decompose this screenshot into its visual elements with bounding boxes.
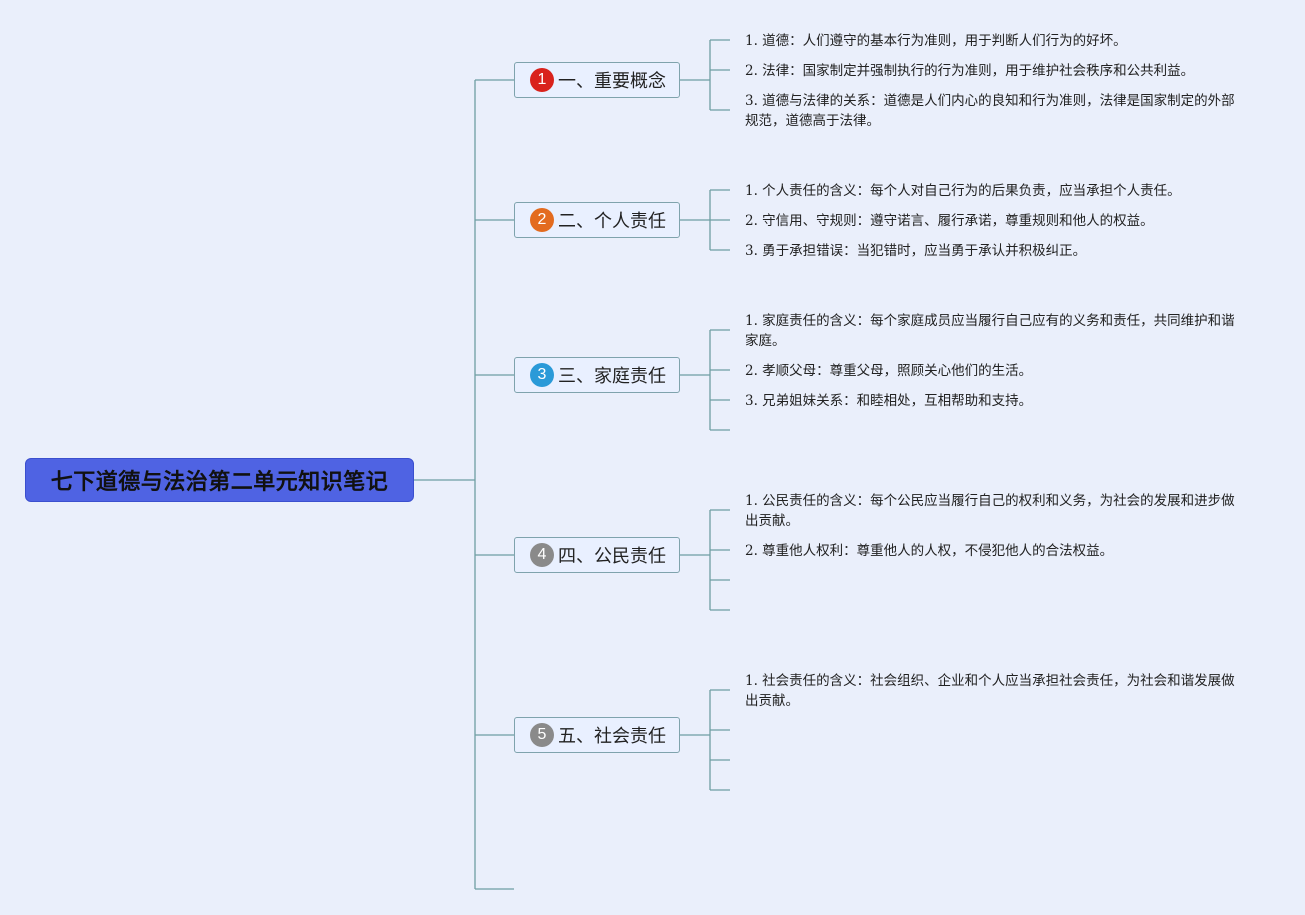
branch-personal-responsibility[interactable]: 2 二、个人责任 [514,202,680,238]
priority-3-badge-icon: 3 [530,363,554,387]
leaf-citizen-responsibility-meaning[interactable]: 1. 公民责任的含义：每个公民应当履行自己的权利和义务，为社会的发展和进步做出贡… [745,493,1235,529]
leaf-filial-piety[interactable]: 2. 孝顺父母：尊重父母，照顾关心他们的生活。 [745,363,1033,379]
leaf-admit-mistakes[interactable]: 3. 勇于承担错误：当犯错时，应当勇于承认并积极纠正。 [745,243,1087,259]
branch-label: 五、社会责任 [558,726,666,747]
branch-social-responsibility[interactable]: 5 五、社会责任 [514,717,680,753]
leaf-morality-law-relation[interactable]: 3. 道德与法律的关系：道德是人们内心的良知和行为准则，法律是国家制定的外部规范… [745,93,1235,129]
priority-4-badge-icon: 4 [530,543,554,567]
priority-2-badge-icon: 2 [530,208,554,232]
leaf-law[interactable]: 2. 法律：国家制定并强制执行的行为准则，用于维护社会秩序和公共利益。 [745,63,1195,79]
leaf-siblings[interactable]: 3. 兄弟姐妹关系：和睦相处，互相帮助和支持。 [745,393,1033,409]
root-topic[interactable]: 七下道德与法治第二单元知识笔记 [25,458,414,502]
branch-family-responsibility[interactable]: 3 三、家庭责任 [514,357,680,393]
branch-citizen-responsibility[interactable]: 4 四、公民责任 [514,537,680,573]
leaf-respect-rights[interactable]: 2. 尊重他人权利：尊重他人的人权，不侵犯他人的合法权益。 [745,543,1114,559]
priority-5-badge-icon: 5 [530,723,554,747]
leaf-morality[interactable]: 1. 道德：人们遵守的基本行为准则，用于判断人们行为的好坏。 [745,33,1127,49]
leaf-keep-promises-rules[interactable]: 2. 守信用、守规则：遵守诺言、履行承诺，尊重规则和他人的权益。 [745,213,1154,229]
leaf-social-responsibility-meaning[interactable]: 1. 社会责任的含义：社会组织、企业和个人应当承担社会责任，为社会和谐发展做出贡… [745,673,1235,709]
leaf-family-responsibility-meaning[interactable]: 1. 家庭责任的含义：每个家庭成员应当履行自己应有的义务和责任，共同维护和谐家庭… [745,313,1235,349]
branch-important-concepts[interactable]: 1 一、重要概念 [514,62,680,98]
branch-label: 二、个人责任 [558,211,666,232]
leaf-personal-responsibility-meaning[interactable]: 1. 个人责任的含义：每个人对自己行为的后果负责，应当承担个人责任。 [745,183,1181,199]
branch-label: 一、重要概念 [558,71,666,92]
branch-label: 四、公民责任 [558,546,666,567]
branch-label: 三、家庭责任 [558,366,666,387]
priority-1-badge-icon: 1 [530,68,554,92]
